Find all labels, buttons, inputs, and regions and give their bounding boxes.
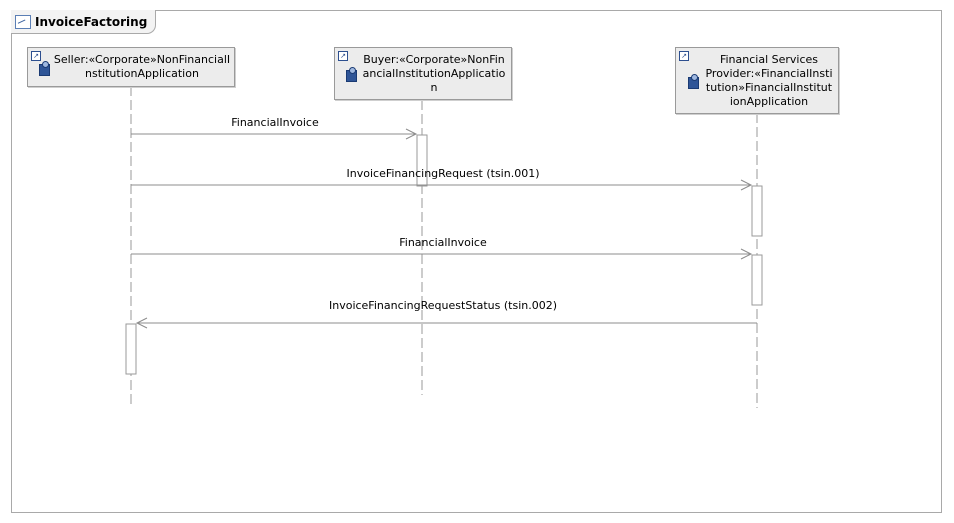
lifeline-fsp-label-4: ionApplication bbox=[729, 95, 809, 108]
frame-tab[interactable]: InvoiceFactoring bbox=[11, 10, 157, 34]
link-icon: ↗ bbox=[679, 51, 689, 61]
lifeline-fsp-header[interactable]: ↗ Financial Services Provider:«Financial… bbox=[675, 47, 839, 114]
link-icon: ↗ bbox=[338, 51, 348, 61]
message-label-3[interactable]: FinancialInvoice bbox=[399, 236, 487, 249]
lifeline-fsp-label-3: tution»FinancialInstitut bbox=[705, 81, 833, 94]
lifeline-seller-header[interactable]: ↗ Seller:«Corporate»NonFinancialI nstitu… bbox=[27, 47, 235, 87]
message-label-1[interactable]: FinancialInvoice bbox=[231, 116, 319, 129]
lifeline-buyer-header[interactable]: ↗ Buyer:«Corporate»NonFin ancialInstitut… bbox=[334, 47, 512, 100]
link-icon: ↗ bbox=[31, 51, 41, 61]
lifeline-fsp-label-1: Financial Services bbox=[719, 53, 819, 66]
institution-component-icon bbox=[688, 74, 699, 89]
message-label-2[interactable]: InvoiceFinancingRequest (tsin.001) bbox=[346, 167, 540, 180]
application-component-icon bbox=[39, 61, 50, 76]
frame-title: InvoiceFactoring bbox=[35, 14, 148, 29]
lifeline-seller-label-2: nstitutionApplication bbox=[85, 67, 199, 80]
lifeline-seller-label-1: Seller:«Corporate»NonFinancialI bbox=[53, 53, 231, 66]
activation-fsp-1 bbox=[751, 185, 763, 237]
message-arrow-1 bbox=[131, 128, 418, 140]
lifeline-buyer-label-2: ancialInstitutionApplicatio bbox=[362, 67, 506, 80]
diagram-frame bbox=[11, 10, 942, 513]
activation-buyer bbox=[416, 134, 428, 187]
message-arrow-2 bbox=[131, 179, 753, 191]
lifeline-fsp-label-2: Provider:«FinancialInsti bbox=[705, 67, 833, 80]
activation-seller bbox=[125, 323, 137, 375]
lifeline-buyer-label-3: n bbox=[430, 81, 438, 94]
lifeline-buyer-label-1: Buyer:«Corporate»NonFin bbox=[363, 53, 505, 66]
message-arrow-3 bbox=[131, 248, 753, 260]
message-label-4[interactable]: InvoiceFinancingRequestStatus (tsin.002) bbox=[328, 299, 558, 312]
activation-fsp-2 bbox=[751, 254, 763, 306]
application-component-icon bbox=[346, 67, 357, 82]
sequence-diagram-icon bbox=[15, 14, 31, 29]
message-arrow-4 bbox=[135, 317, 757, 329]
